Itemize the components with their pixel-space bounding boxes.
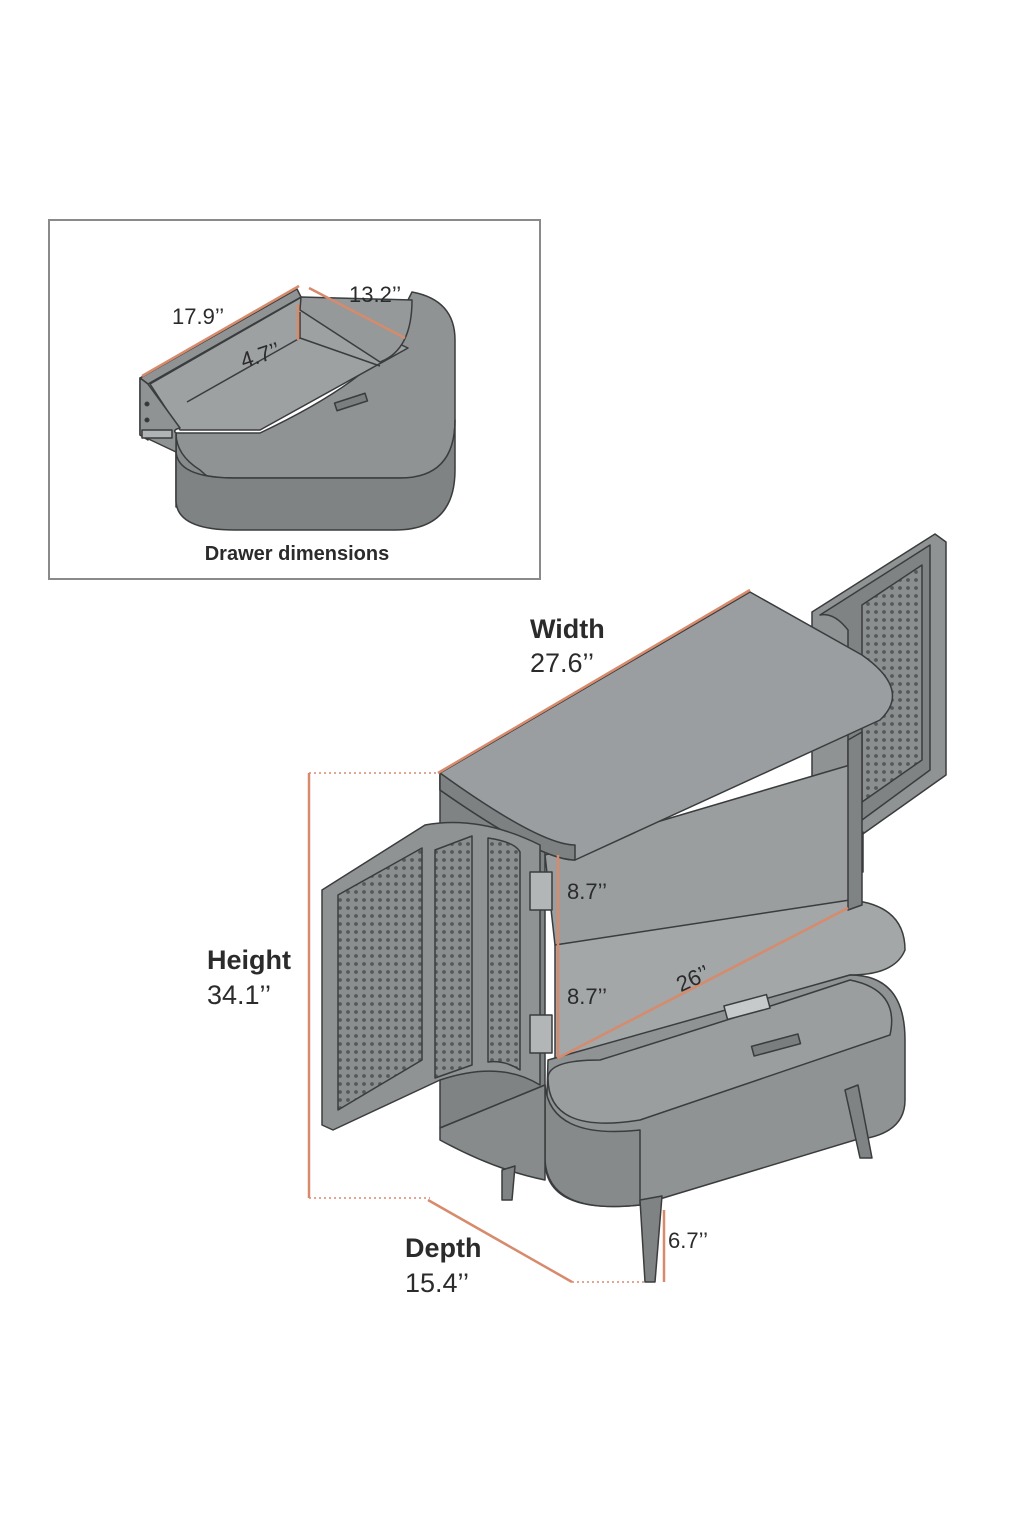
drawer-inset: 17.9’’ 13.2’’ 4.7’’ Drawer dimensions [48,219,541,580]
cabinet-illustration [321,533,947,1283]
depth-label: Depth [405,1233,482,1263]
shelf-upper-label: 8.7’’ [567,879,607,904]
depth-value: 15.4’’ [405,1268,469,1298]
leg-front [639,1195,663,1283]
inner-width-line [557,906,849,1060]
depth-line [427,1198,573,1284]
width-value: 27.6’’ [530,648,594,678]
drawer-width-label: 13.2’’ [349,282,401,307]
drawer-length-line [141,284,300,378]
shelf-lower-label: 8.7’’ [567,984,607,1009]
leg-back-left [501,1165,516,1201]
drawer-illustration [139,288,456,531]
drawer-length-label: 17.9’’ [172,304,224,329]
drawer-width-line [308,286,406,340]
leg-height-label: 6.7’’ [668,1228,708,1253]
width-label: Width [530,614,605,644]
height-label: Height [207,945,291,975]
height-value: 34.1’’ [207,980,271,1010]
cabinet-dimension-lines [307,588,849,1284]
width-line [437,588,751,775]
left-door [321,821,553,1131]
leg-right [844,1084,873,1159]
drawer-handle-front [750,1033,802,1057]
drawer-handle-top [723,993,771,1021]
inset-caption: Drawer dimensions [205,543,390,565]
